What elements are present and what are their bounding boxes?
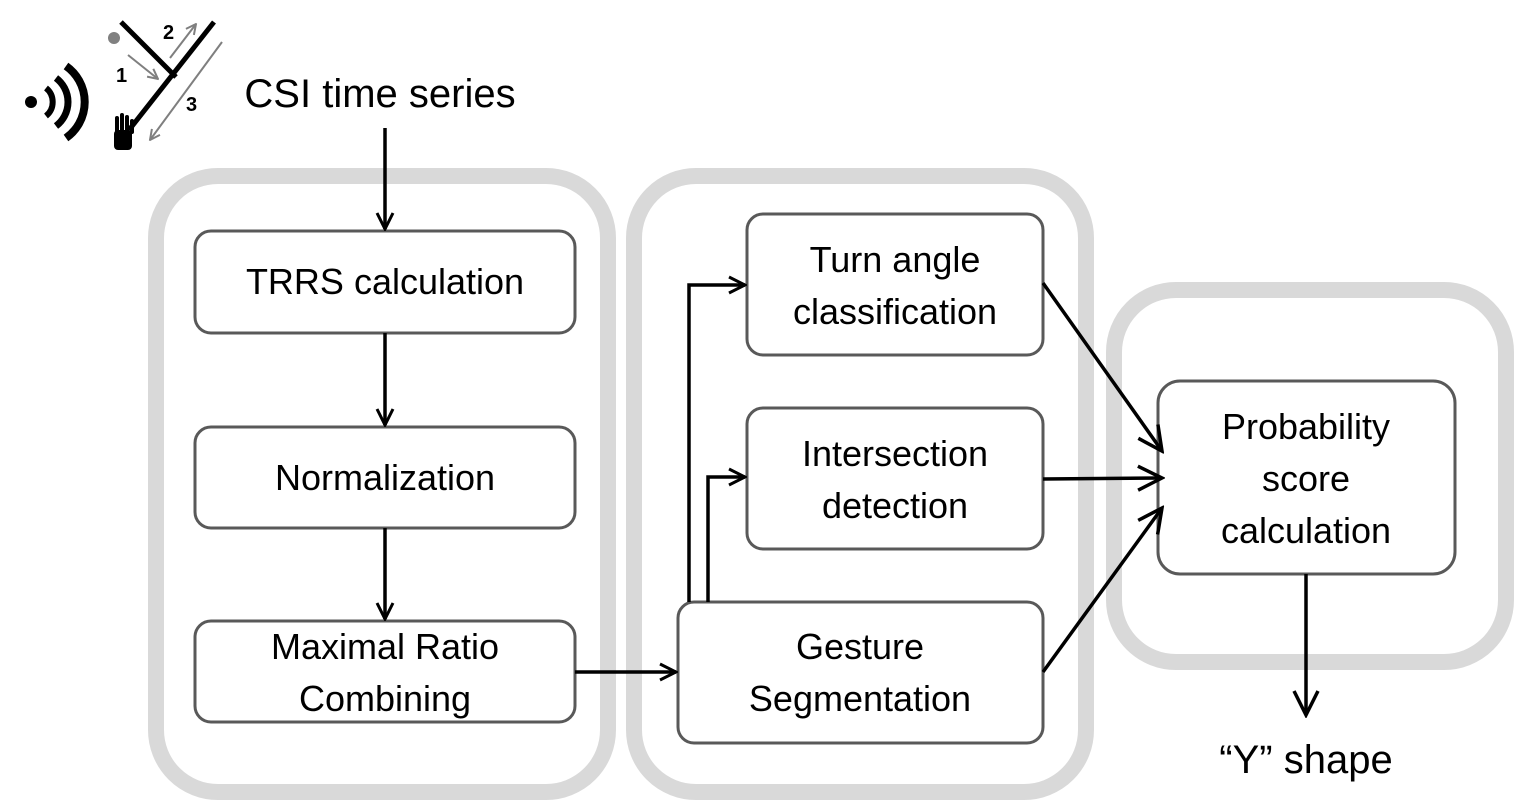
- probability-score-box: Probability score calculation: [1156, 379, 1457, 576]
- gesture-segmentation-box: Gesture Segmentation: [676, 600, 1045, 745]
- turn-angle-classification-box: Turn angle classification: [745, 212, 1045, 357]
- intersection-label-line1: Intersection: [802, 433, 988, 474]
- maximal-ratio-combining-label-line2: Combining: [299, 678, 471, 719]
- arrow-segmentation-to-intersection: [706, 477, 745, 602]
- maximal-ratio-combining-label-line1: Maximal Ratio: [271, 626, 499, 667]
- intersection-detection-box: Intersection detection: [745, 406, 1045, 551]
- input-label: CSI time series: [244, 72, 515, 116]
- scoring-group: [1106, 282, 1514, 670]
- arrow-segmentation-to-probability: [1041, 508, 1162, 674]
- trrs-calculation-label: TRRS calculation: [246, 261, 524, 302]
- arrow-turn-to-probability: [1041, 281, 1162, 451]
- intersection-label-line2: detection: [822, 485, 968, 526]
- normalization-label: Normalization: [275, 457, 495, 498]
- turn-angle-label-line1: Turn angle: [810, 239, 981, 280]
- gesture-step-3: 3: [186, 94, 197, 116]
- gesture-segmentation-label-line2: Segmentation: [749, 678, 971, 719]
- trrs-calculation-box: TRRS calculation: [193, 229, 577, 335]
- y-gesture-icon: 1 2 3: [108, 20, 223, 150]
- arrow-intersection-to-probability: [1042, 478, 1162, 479]
- normalization-box: Normalization: [193, 425, 577, 530]
- gesture-segmentation-label-line1: Gesture: [796, 626, 924, 667]
- gesture-step-2: 2: [163, 22, 174, 44]
- wireless-signal-icon: [25, 62, 89, 142]
- preprocessing-group: [148, 168, 616, 800]
- probability-label-line1: Probability: [1222, 406, 1390, 447]
- gesture-step-1: 1: [116, 65, 127, 87]
- arrow-segmentation-to-turn: [687, 285, 745, 602]
- maximal-ratio-combining-box: Maximal Ratio Combining: [193, 619, 577, 724]
- output-label: “Y” shape: [1219, 738, 1392, 782]
- probability-label-line3: calculation: [1221, 510, 1391, 551]
- feature-extraction-group: [626, 168, 1094, 800]
- turn-angle-label-line2: classification: [793, 291, 997, 332]
- probability-label-line2: score: [1262, 458, 1350, 499]
- hand-icon: [114, 113, 134, 150]
